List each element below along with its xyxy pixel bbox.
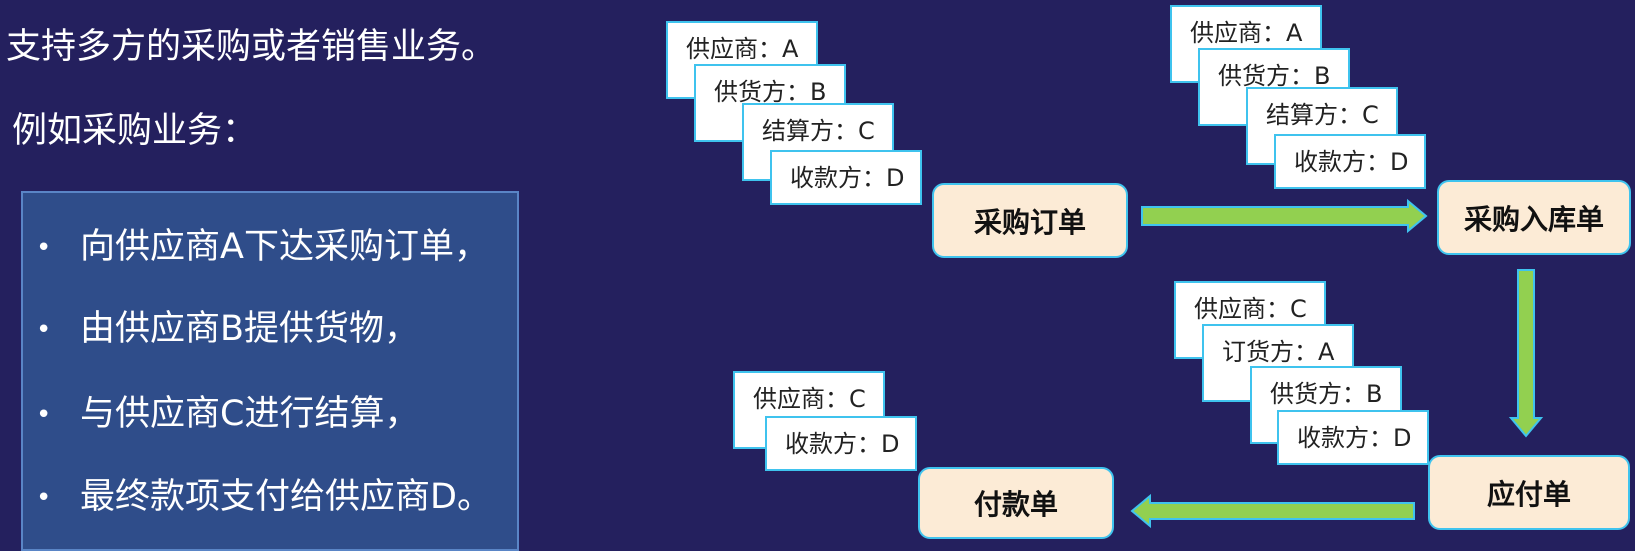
bullet-dot: • [36, 400, 52, 430]
card-po-payee: 收款方：D [770, 150, 922, 205]
bullet-dot: • [36, 315, 52, 345]
arrow-payable-to-payment [1130, 493, 1415, 529]
example-panel [21, 191, 519, 551]
bullet-text: 向供应商A下达采购订单， [80, 227, 489, 267]
bullet-item-3: • 与供应商C进行结算， [36, 385, 419, 436]
node-payment: 付款单 [918, 467, 1114, 539]
arrow-order-to-receipt [1141, 198, 1428, 234]
card-ap-orderer: 订货方：A [1202, 324, 1354, 402]
bullet-item-1: • 向供应商A下达采购订单， [36, 218, 489, 269]
flow-arrows [1130, 198, 1544, 529]
node-purchase-receipt: 采购入库单 [1437, 180, 1631, 255]
card-ap-payee: 收款方：D [1277, 410, 1429, 465]
card-pay-payee: 收款方：D [765, 416, 917, 471]
bullet-dot: • [36, 233, 52, 263]
bullet-text: 与供应商C进行结算， [80, 394, 420, 434]
bullet-text: 最终款项支付给供应商D。 [80, 477, 492, 517]
bullet-item-4: • 最终款项支付给供应商D。 [36, 468, 492, 519]
bullet-dot: • [36, 483, 52, 513]
node-purchase-order: 采购订单 [932, 183, 1128, 258]
arrow-receipt-to-payable [1508, 269, 1544, 438]
bullet-text: 由供应商B提供货物， [80, 309, 420, 349]
node-payable: 应付单 [1428, 455, 1630, 530]
intro-heading: 支持多方的采购或者销售业务。 [6, 27, 497, 67]
bullet-item-2: • 由供应商B提供货物， [36, 300, 419, 351]
example-label: 例如采购业务： [12, 111, 258, 151]
card-pr-payee: 收款方：D [1274, 134, 1426, 189]
